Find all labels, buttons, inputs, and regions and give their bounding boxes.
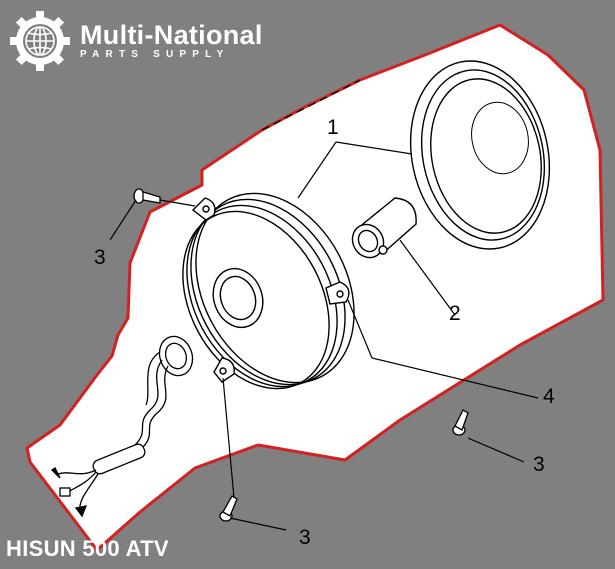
brand-logo: Multi-National PARTS SUPPLY [8, 8, 263, 74]
callout-2: 2 [449, 302, 461, 325]
leader-lines [109, 141, 539, 531]
model-caption: HISUN 500 ATV [6, 536, 169, 561]
brand-tagline: PARTS SUPPLY [80, 49, 230, 60]
lens-ring [409, 60, 551, 250]
dashed-edge [261, 79, 361, 131]
callout-1: 1 [327, 116, 339, 139]
callout-4: 4 [543, 385, 555, 408]
gear-globe-icon [10, 11, 70, 71]
callout-3-right: 3 [533, 453, 545, 476]
wire-harness [50, 335, 194, 518]
callout-3-upper-left: 3 [94, 246, 106, 269]
callout-3-bottom: 3 [299, 526, 311, 549]
screw-right [452, 409, 469, 436]
connector-part [351, 197, 417, 259]
screw-upper-left [133, 188, 161, 204]
housing-part [182, 192, 355, 390]
screw-bottom [219, 495, 238, 522]
brand-name: Multi-National [80, 20, 263, 50]
